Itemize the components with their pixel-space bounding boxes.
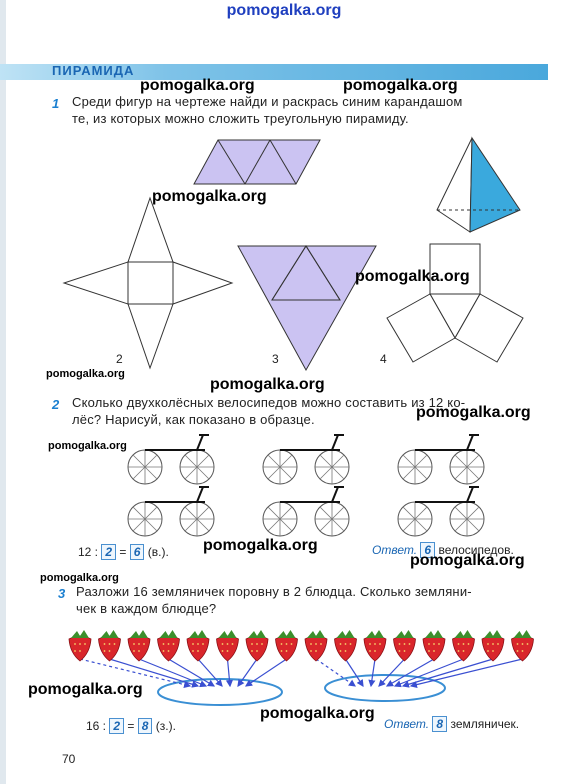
task-2-answer-unit: велосипедов. <box>438 543 514 557</box>
figure-label-2: 2 <box>116 352 123 366</box>
arrow <box>109 658 200 688</box>
strawberry <box>363 630 387 662</box>
watermark: pomogalka.org <box>28 681 143 698</box>
arrow <box>315 658 356 687</box>
watermark: pomogalka.org <box>203 537 318 554</box>
task-3-number: 3 <box>58 586 66 601</box>
strawberry <box>275 630 298 662</box>
task-3-answer-label: Ответ. <box>384 717 430 731</box>
arrow <box>409 658 523 689</box>
arrow <box>378 658 405 687</box>
task-2-answer-label: Ответ. <box>372 543 418 557</box>
strawberry <box>304 630 328 662</box>
figure-4-squares[interactable] <box>386 243 524 363</box>
watermark: pomogalka.org <box>260 705 375 722</box>
task-2-line-1: Сколько двухколёсных велосипедов можно с… <box>72 395 466 410</box>
header-bar <box>0 64 548 80</box>
strawberry <box>68 630 92 662</box>
task-3-answer: Ответ. 8 земляничек. <box>384 716 519 732</box>
task-2-line-2: лёс? Нарисуй, как показано в образце. <box>72 412 315 427</box>
task-3-equation: 16 : 2 = 8 (з.). <box>86 718 176 734</box>
watermark: pomogalka.org <box>416 404 531 421</box>
watermark: pomogalka.org <box>210 376 325 393</box>
task-2-eq-unit: (в.). <box>147 545 169 559</box>
task-3-eq-equals: = <box>127 719 135 733</box>
arrow <box>138 658 208 688</box>
watermark: pomogalka.org <box>46 368 125 380</box>
strawberry <box>216 630 239 662</box>
strawberry <box>511 630 534 662</box>
figure-2-star[interactable] <box>62 196 234 370</box>
strawberry <box>422 630 446 662</box>
task-2-equation: 12 : 2 = 6 (в.). <box>78 544 169 560</box>
watermark: pomogalka.org <box>40 572 119 584</box>
plate-2 <box>324 674 446 702</box>
task-2-answer-value[interactable]: 6 <box>420 542 436 558</box>
task-1-line-1: Среди фигур на чертеже найди и раскрась … <box>72 94 463 109</box>
watermark: pomogalka.org <box>140 77 255 94</box>
task-3-eq-prefix: 16 : <box>86 719 107 733</box>
strawberry <box>157 630 180 662</box>
figure-label-3: 3 <box>272 352 279 366</box>
plate-1 <box>157 678 283 706</box>
watermark: pomogalka.org <box>48 440 127 452</box>
page-edge <box>0 0 6 784</box>
task-2-eq-prefix: 12 : <box>78 545 99 559</box>
strawberry <box>481 630 505 662</box>
strawberry <box>127 630 151 662</box>
task-1-line-2: те, из которых можно сложить треугольную… <box>72 111 409 126</box>
task-3-line-2: чек в каждом блюдце? <box>76 601 217 616</box>
task-3-answer-value[interactable]: 8 <box>432 716 448 732</box>
task-2-eq-result[interactable]: 6 <box>129 544 145 560</box>
task-3-line-1: Разложи 16 земляничек поровну в 2 блюдца… <box>76 584 472 599</box>
watermark: pomogalka.org <box>152 188 267 205</box>
watermark: pomogalka.org <box>410 552 525 569</box>
strawberry <box>334 630 357 662</box>
arrow <box>344 658 364 688</box>
task-3-eq-unit: (з.). <box>155 719 176 733</box>
page-number: 70 <box>62 752 76 766</box>
task-1-number: 1 <box>52 96 60 111</box>
watermark: pomogalka.org <box>355 268 470 285</box>
watermark: pomogalka.org <box>343 77 458 94</box>
strawberry <box>245 630 269 662</box>
strawberry <box>186 630 210 662</box>
site-watermark-top: pomogalka.org <box>226 2 342 19</box>
arrow <box>401 658 494 688</box>
task-2-eq-equals: = <box>119 545 127 559</box>
arrow <box>79 658 192 689</box>
arrow <box>168 658 216 687</box>
strawberry <box>393 630 416 662</box>
task-3-eq-result[interactable]: 8 <box>137 718 153 734</box>
task-2-eq-divisor[interactable]: 2 <box>101 544 117 560</box>
figure-3-triangle[interactable] <box>237 245 377 372</box>
arrow <box>368 658 376 688</box>
arrow <box>237 658 258 687</box>
figure-pyramid-3d <box>436 136 521 233</box>
strawberry <box>452 630 475 662</box>
task-2-number: 2 <box>52 397 60 412</box>
task-3-answer-unit: земляничек. <box>450 717 520 731</box>
figure-label-4: 4 <box>380 352 387 366</box>
arrow <box>197 658 223 687</box>
figure-1-strip[interactable] <box>193 139 321 185</box>
strawberry <box>98 630 121 662</box>
arrow <box>245 658 287 687</box>
arrow <box>225 658 234 688</box>
page-title: ПИРАМИДА <box>52 63 135 78</box>
task-3-eq-divisor[interactable]: 2 <box>109 718 125 734</box>
task-2-answer: Ответ. 6 велосипедов. <box>372 542 514 558</box>
